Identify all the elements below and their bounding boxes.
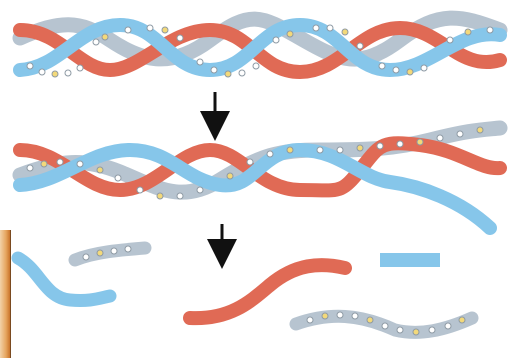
helix-top (20, 18, 500, 77)
helix-middle (20, 127, 500, 228)
fragments-bottom (18, 246, 472, 335)
fragment-red (190, 265, 345, 318)
left-edge-frame (0, 230, 11, 358)
fragment-blue-left (18, 258, 110, 301)
